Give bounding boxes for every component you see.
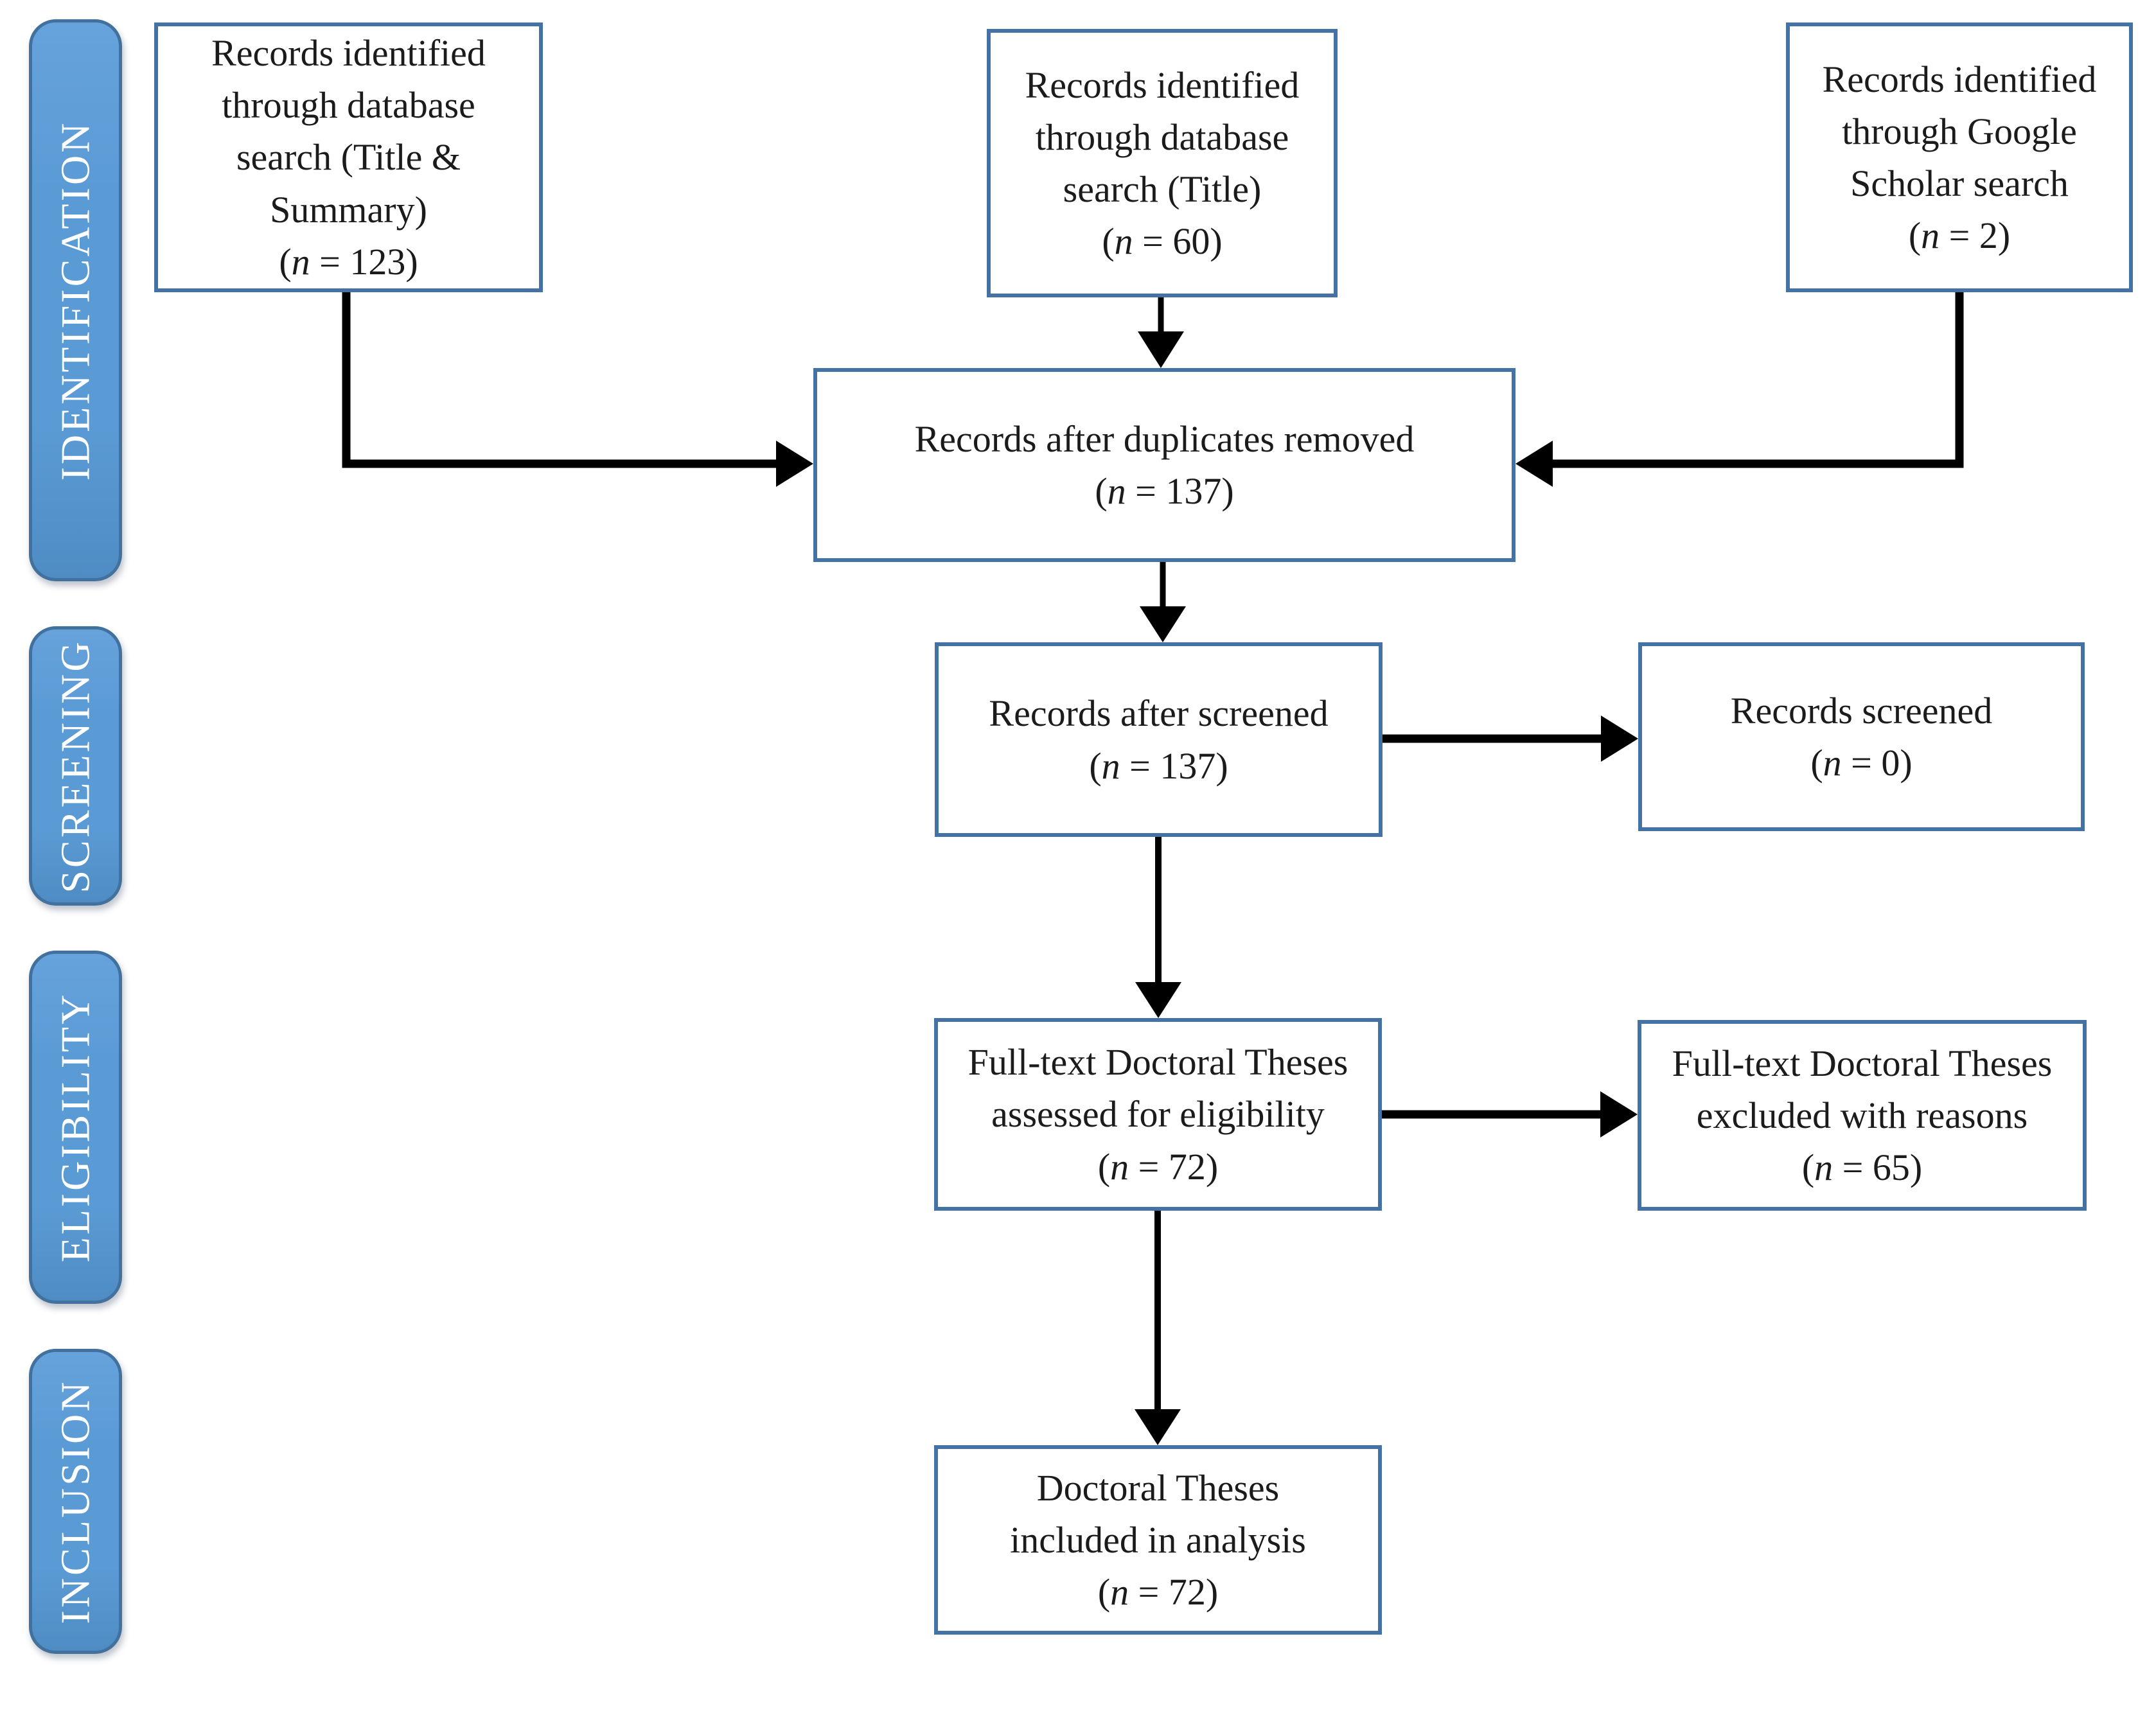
- stage-label-inclusion: INCLUSION: [52, 1379, 98, 1624]
- arrow-title-to-duplicates: [1138, 297, 1184, 368]
- box-duplicates-removed-count: (n = 137): [1095, 470, 1234, 512]
- arrow-google-scholar-to-duplicates: [1515, 292, 1964, 487]
- box-records-db-title: Records identified through database sear…: [987, 29, 1338, 297]
- box-records-screened-count: (n = 0): [1810, 742, 1913, 784]
- stage-label-eligibility: ELIGIBILITY: [52, 992, 98, 1263]
- arrow-after-screened-to-records-screened: [1383, 716, 1638, 762]
- box-records-db-title-summary-label: Records identified through database sear…: [211, 32, 486, 231]
- box-records-db-title-label: Records identified through database sear…: [1025, 64, 1300, 210]
- box-records-db-title-summary: Records identified through database sear…: [154, 22, 543, 292]
- box-records-google-scholar-count: (n = 2): [1908, 215, 2011, 257]
- box-records-db-title-count: (n = 60): [1102, 220, 1223, 263]
- box-records-db-title-summary-count: (n = 123): [279, 240, 418, 283]
- box-duplicates-removed-label: Records after duplicates removed: [914, 417, 1415, 460]
- arrow-after-screened-to-fulltext-assessed: [1135, 837, 1181, 1018]
- stage-bar-screening: SCREENING: [29, 626, 122, 906]
- box-fulltext-assessed-label: Full-text Doctoral Theses assessed for e…: [968, 1041, 1348, 1136]
- box-included-in-analysis-count: (n = 72): [1097, 1571, 1219, 1613]
- box-fulltext-excluded-label: Full-text Doctoral Theses excluded with …: [1672, 1042, 2053, 1136]
- stage-label-screening: SCREENING: [52, 638, 98, 893]
- box-included-in-analysis: Doctoral Theses included in analysis (n …: [934, 1445, 1382, 1635]
- arrow-duplicates-to-after-screened: [1140, 562, 1186, 642]
- box-fulltext-excluded: Full-text Doctoral Theses excluded with …: [1638, 1020, 2087, 1211]
- arrow-fulltext-assessed-to-included: [1135, 1211, 1181, 1445]
- box-fulltext-assessed-count: (n = 72): [1097, 1145, 1219, 1188]
- arrow-title-summary-to-duplicates: [342, 292, 813, 487]
- stage-bar-inclusion: INCLUSION: [29, 1349, 122, 1654]
- box-records-after-screened-count: (n = 137): [1089, 744, 1228, 787]
- box-records-after-screened-label: Records after screened: [989, 692, 1329, 735]
- stage-bar-eligibility: ELIGIBILITY: [29, 951, 122, 1304]
- stage-label-identification: IDENTIFICATION: [52, 120, 98, 480]
- arrow-fulltext-assessed-to-excluded: [1382, 1091, 1638, 1138]
- box-fulltext-assessed: Full-text Doctoral Theses assessed for e…: [934, 1018, 1382, 1211]
- box-duplicates-removed: Records after duplicates removed (n = 13…: [813, 368, 1515, 562]
- box-fulltext-excluded-count: (n = 65): [1801, 1146, 1923, 1189]
- box-records-screened: Records screened (n = 0): [1638, 642, 2085, 831]
- box-records-screened-label: Records screened: [1730, 689, 1993, 732]
- stage-bar-identification: IDENTIFICATION: [29, 19, 122, 581]
- box-included-in-analysis-label: Doctoral Theses included in analysis: [1010, 1466, 1306, 1561]
- box-records-google-scholar-label: Records identified through Google Schola…: [1822, 58, 2097, 204]
- box-records-after-screened: Records after screened (n = 137): [935, 642, 1383, 837]
- box-records-google-scholar: Records identified through Google Schola…: [1786, 22, 2133, 292]
